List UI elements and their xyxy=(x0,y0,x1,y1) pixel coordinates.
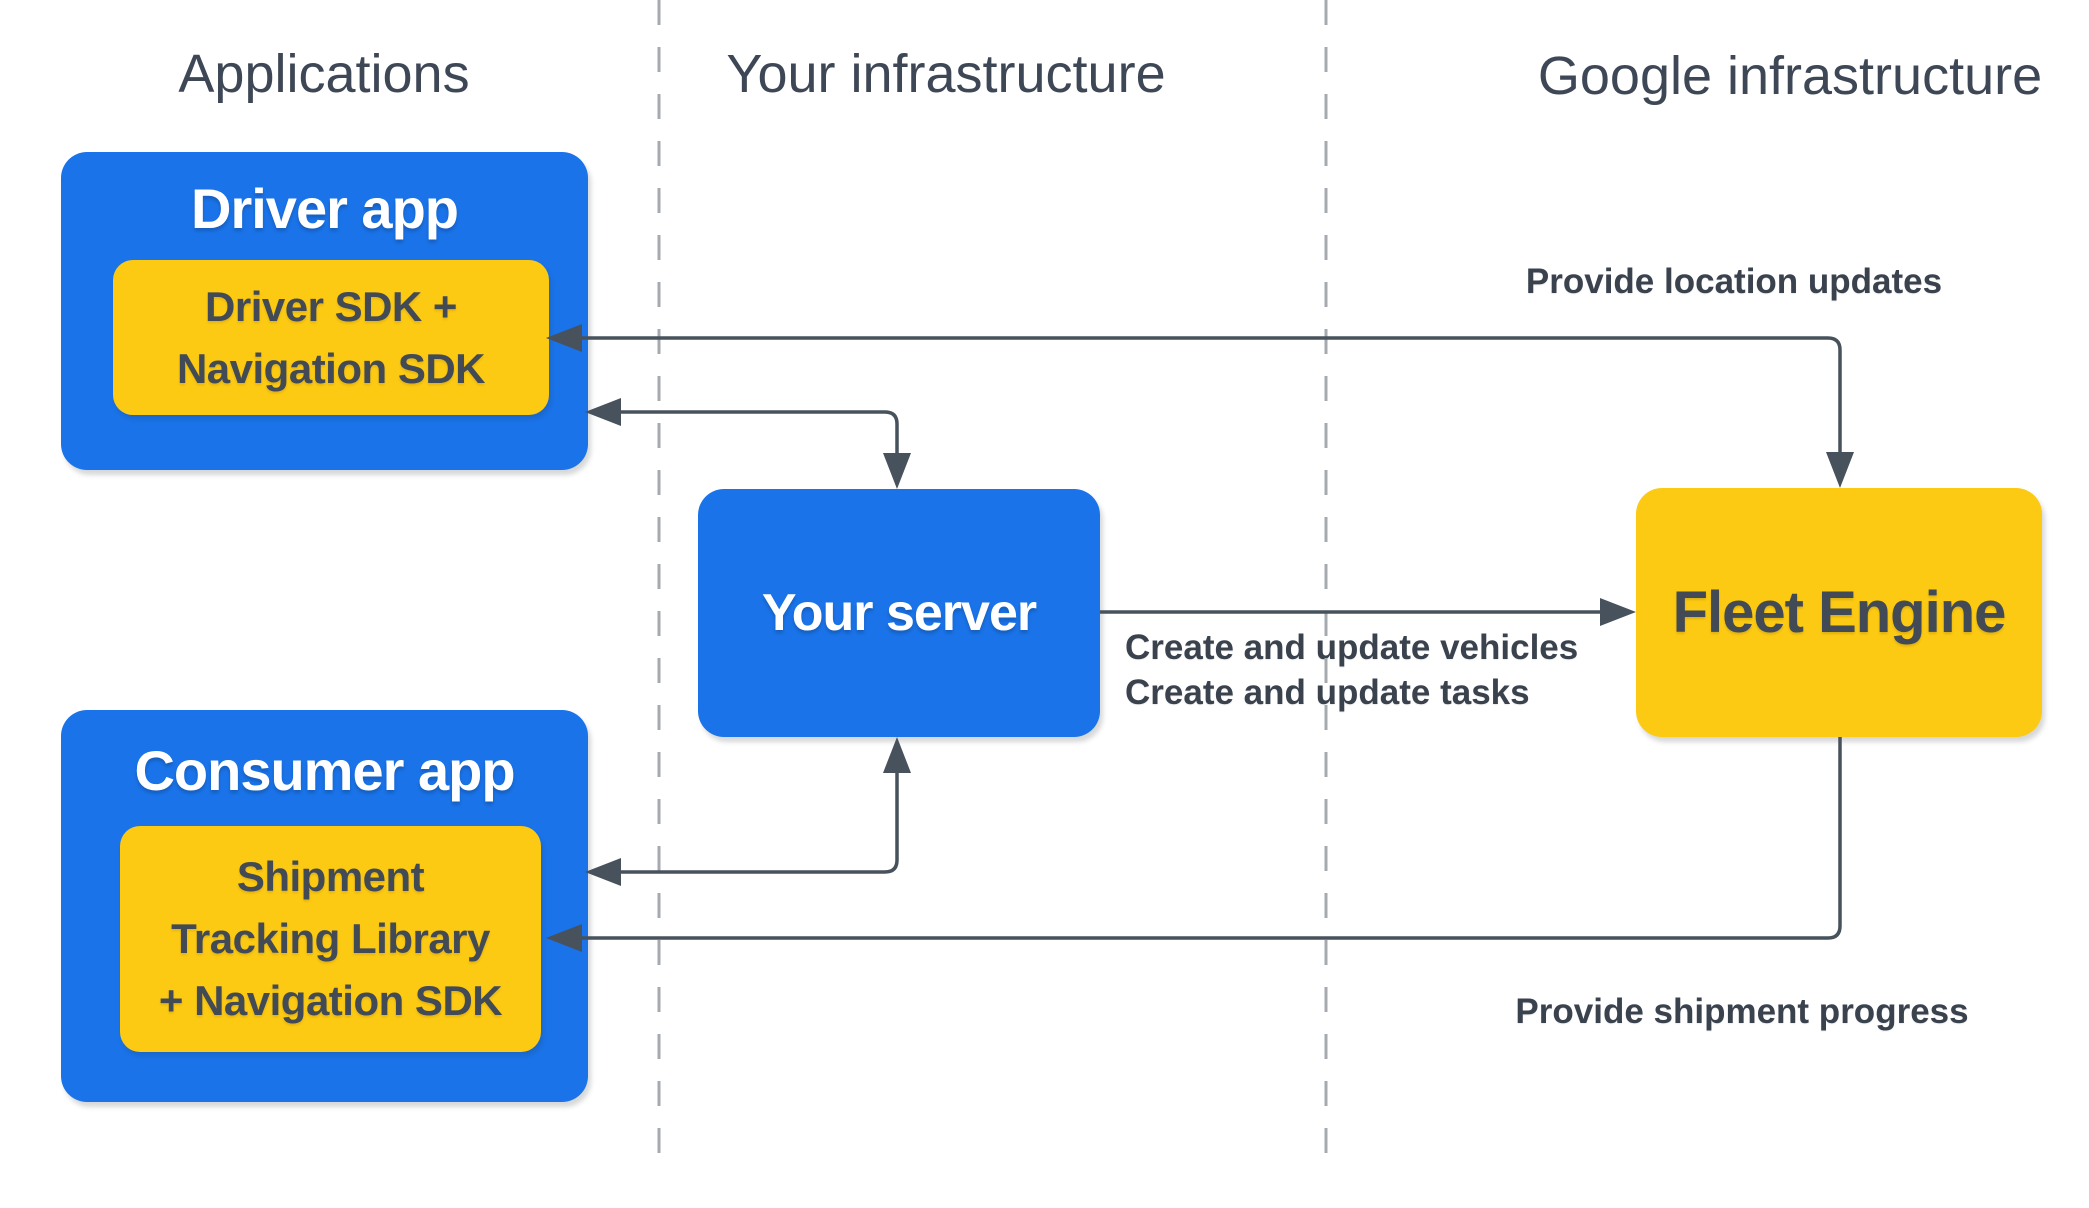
edge-driver-app-your-server xyxy=(585,398,911,489)
node-shipment-tracking-library: Shipment Tracking Library + Navigation S… xyxy=(120,826,541,1052)
node-fleet-engine: Fleet Engine xyxy=(1636,488,2042,737)
edge-fleet-engine-shipment-library-line xyxy=(582,737,1842,940)
edge-your-server-consumer-app-line xyxy=(621,773,899,874)
fleet-engine-title: Fleet Engine xyxy=(1672,580,2007,645)
edge-driver-app-your-server-line xyxy=(621,410,899,453)
your-server-title: Your server xyxy=(761,584,1037,642)
edge-label-provide-location-updates: Provide location updates xyxy=(1525,262,1943,301)
edge-your-server-consumer-app xyxy=(585,737,911,886)
node-your-server: Your server xyxy=(698,489,1100,737)
shipment-library-label-line1: Shipment xyxy=(236,853,425,900)
driver-sdk-label-line2: Navigation SDK xyxy=(176,344,486,392)
shipment-library-label-line3: + Navigation SDK xyxy=(158,977,503,1024)
edge-label-provide-shipment-progress: Provide shipment progress xyxy=(1515,992,1969,1031)
arrowhead-into-fleet-engine-top xyxy=(1826,452,1854,488)
shipment-library-label-line2: Tracking Library xyxy=(171,915,490,962)
arrowhead-into-your-server-top xyxy=(883,453,911,489)
edge-label-create-update: Create and update vehicles Create and up… xyxy=(1125,625,1578,715)
node-consumer-app: Consumer app Shipment Tracking Library +… xyxy=(61,710,588,1102)
driver-sdk-label-line1: Driver SDK + xyxy=(205,282,457,330)
edge-fleet-engine-shipment-library xyxy=(546,737,1842,952)
node-driver-app: Driver app Driver SDK + Navigation SDK xyxy=(61,152,588,470)
edge-driver-sdk-fleet-engine xyxy=(546,324,1854,488)
arrowhead-into-consumer-app xyxy=(585,858,621,886)
driver-app-title: Driver app xyxy=(191,177,459,240)
consumer-app-title: Consumer app xyxy=(134,739,515,802)
edge-your-server-fleet-engine xyxy=(1100,598,1636,626)
arrowhead-into-driver-app xyxy=(585,398,621,426)
column-header-applications: Applications xyxy=(178,44,470,104)
node-driver-sdk: Driver SDK + Navigation SDK xyxy=(113,260,549,415)
column-header-your-infrastructure: Your infrastructure xyxy=(726,44,1166,104)
edge-label-create-update-vehicles: Create and update vehicles xyxy=(1125,628,1579,667)
edge-driver-sdk-fleet-engine-line xyxy=(582,336,1842,452)
arrowhead-into-fleet-engine-left xyxy=(1600,598,1636,626)
edge-label-create-update-tasks: Create and update tasks xyxy=(1125,673,1530,712)
arrowhead-into-your-server-bottom xyxy=(883,737,911,773)
column-header-google-infrastructure: Google infrastructure xyxy=(1537,46,2043,106)
